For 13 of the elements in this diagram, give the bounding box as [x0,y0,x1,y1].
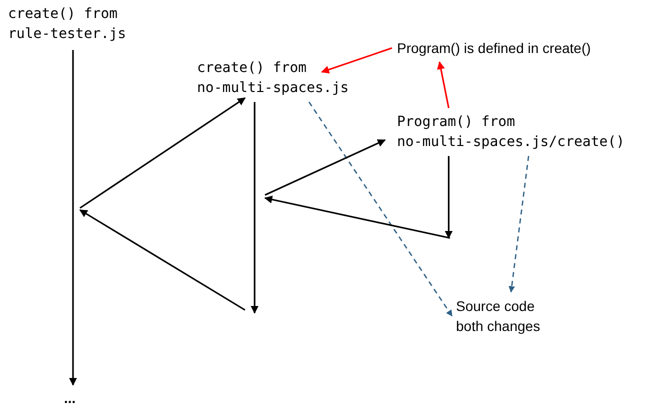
function-label: create() from no-multi-spaces.js [197,58,357,98]
function-label: create() from rule-tester.js [8,4,138,44]
arrow [437,61,450,108]
note-text: Source code both changes [456,296,556,336]
dashed-arrow [508,156,530,293]
lifeline-arrow [444,156,453,239]
function-label: Program() from no-multi-spaces.js/create() [397,112,632,152]
dashed-arrow [308,102,453,317]
arrow [321,47,392,74]
ellipsis-text: ... [64,388,82,408]
lifeline-arrow [250,102,259,314]
note-text: Program() is defined in create() [397,38,647,58]
arrow [69,50,77,386]
